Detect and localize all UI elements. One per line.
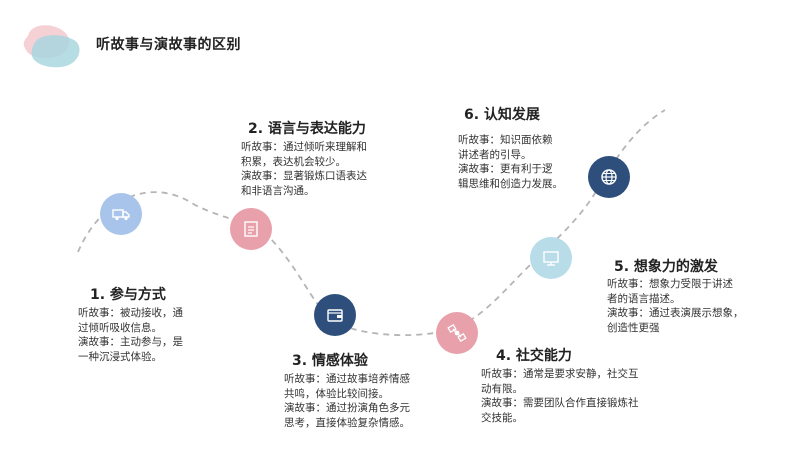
- item-6-description: 听故事：知识面依赖 讲述者的引导。 演故事：更有利于逻 辑思维和创造力发展。: [458, 133, 588, 191]
- satellite-icon: [447, 323, 467, 343]
- item-5-description: 听故事：想象力受限于讲述 者的语言描述。 演故事：通过表演展示想象， 创造性更强: [607, 277, 767, 335]
- item-4-line: 演故事：需要团队合作直接锻炼社: [481, 397, 639, 409]
- item-3-description: 听故事：通过故事培养情感 共鸣，体验比较间接。 演故事：通过扮演角色多元 思考，…: [284, 372, 434, 430]
- item-6-line: 演故事：更有利于逻: [458, 163, 553, 175]
- node-5: [530, 237, 572, 279]
- item-1-line: 一种沉浸式体验。: [78, 350, 162, 363]
- item-3-line: 听故事：通过故事培养情感: [284, 373, 410, 385]
- document-icon: [244, 221, 258, 237]
- page-title: 听故事与演故事的区别: [96, 37, 241, 53]
- node-3: [314, 294, 356, 336]
- item-5-heading: 5. 想象力的激发: [614, 259, 718, 275]
- item-4-line: 动有限。: [481, 382, 523, 395]
- item-1-line: 演故事：主动参与，是: [78, 336, 183, 348]
- monitor-icon: [543, 251, 559, 266]
- item-4-description: 听故事：通常是要求安静，社交互 动有限。 演故事：需要团队合作直接锻炼社 交技能…: [481, 367, 661, 425]
- truck-icon: [112, 209, 130, 221]
- node-2: [230, 208, 272, 250]
- item-1-line: 听故事：被动接收，通: [78, 307, 183, 319]
- item-1-heading: 1. 参与方式: [90, 287, 166, 303]
- brush-stroke-decoration: [23, 25, 80, 68]
- item-2-line: 积累，表达机会较少。: [241, 155, 346, 168]
- item-3-line: 演故事：通过扮演角色多元: [284, 402, 410, 414]
- item-5-line: 创造性更强: [607, 321, 660, 334]
- item-5-line: 听故事：想象力受限于讲述: [607, 278, 733, 290]
- item-4-heading: 4. 社交能力: [496, 348, 572, 364]
- item-2-heading: 2. 语言与表达能力: [248, 121, 366, 137]
- item-2-line: 听故事：通过倾听来理解和: [241, 141, 367, 153]
- globe-icon: [601, 169, 617, 185]
- item-2-line: 演故事：显著锻炼口语表达: [241, 170, 367, 182]
- item-3-heading: 3. 情感体验: [292, 353, 368, 369]
- node-6: [588, 156, 630, 198]
- item-2-line: 和非语言沟通。: [241, 184, 315, 197]
- item-6-heading: 6. 认知发展: [464, 107, 540, 123]
- item-3-line: 共鸣，体验比较间接。: [284, 387, 389, 400]
- item-4-line: 交技能。: [481, 411, 523, 424]
- item-1-line: 过倾听吸收信息。: [78, 321, 162, 334]
- node-4: [436, 312, 478, 354]
- item-1-description: 听故事：被动接收，通 过倾听吸收信息。 演故事：主动参与，是 一种沉浸式体验。: [78, 306, 208, 364]
- item-2-description: 听故事：通过倾听来理解和 积累，表达机会较少。 演故事：显著锻炼口语表达 和非语…: [241, 140, 391, 198]
- wallet-icon: [327, 309, 343, 322]
- node-1: [100, 193, 142, 235]
- item-3-line: 思考，直接体验复杂情感。: [284, 416, 410, 429]
- item-4-line: 听故事：通常是要求安静，社交互: [481, 368, 639, 380]
- item-6-line: 讲述者的引导。: [458, 148, 532, 161]
- item-6-line: 辑思维和创造力发展。: [458, 177, 563, 190]
- item-5-line: 演故事：通过表演展示想象，: [607, 307, 744, 319]
- item-6-line: 听故事：知识面依赖: [458, 134, 553, 146]
- item-5-line: 者的语言描述。: [607, 292, 681, 305]
